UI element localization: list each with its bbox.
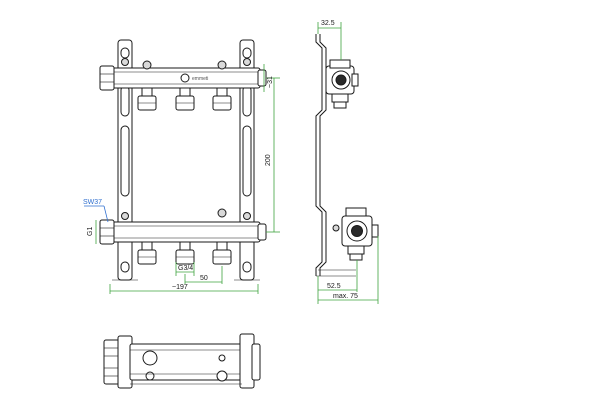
- dim-spacing-50: 50: [200, 275, 208, 282]
- dim-side-max-75: max. 75: [333, 293, 358, 300]
- top-outlet-3: [212, 87, 232, 111]
- top-outlets: [137, 87, 232, 111]
- top-outlet-1: [137, 87, 157, 111]
- bottom-outlets: [137, 241, 232, 265]
- brand-label: emmeti: [192, 76, 208, 82]
- top-outlet-2: [175, 87, 195, 111]
- dim-side-32-5: 32.5: [321, 20, 335, 27]
- top-manifold-bar: emmeti: [99, 58, 267, 91]
- side-bottom-valve: [332, 207, 379, 261]
- bottom-outlet-2: [175, 241, 195, 265]
- front-view: emmeti: [83, 39, 280, 294]
- side-view: 32.5 52.5 max. 75: [315, 20, 379, 304]
- bottom-outlet-1: [137, 241, 157, 265]
- dim-side-31: ~31: [267, 76, 274, 88]
- dim-width-197: ~197: [172, 284, 188, 291]
- label-wrench-sw37: SW37: [83, 199, 102, 206]
- dim-side-52-5: 52.5: [327, 283, 341, 290]
- side-top-valve: [325, 59, 359, 109]
- front-dimensions: 200 ~31 G1 SW37 G3/4 50 ~: [83, 64, 280, 294]
- top-view: [103, 333, 261, 389]
- bottom-outlet-3: [212, 241, 232, 265]
- label-outlet-g34: G3/4: [178, 265, 193, 272]
- label-inlet-g1: G1: [87, 227, 94, 236]
- dim-height-200: 200: [265, 154, 272, 166]
- side-dimensions: 32.5 52.5 max. 75: [317, 20, 379, 304]
